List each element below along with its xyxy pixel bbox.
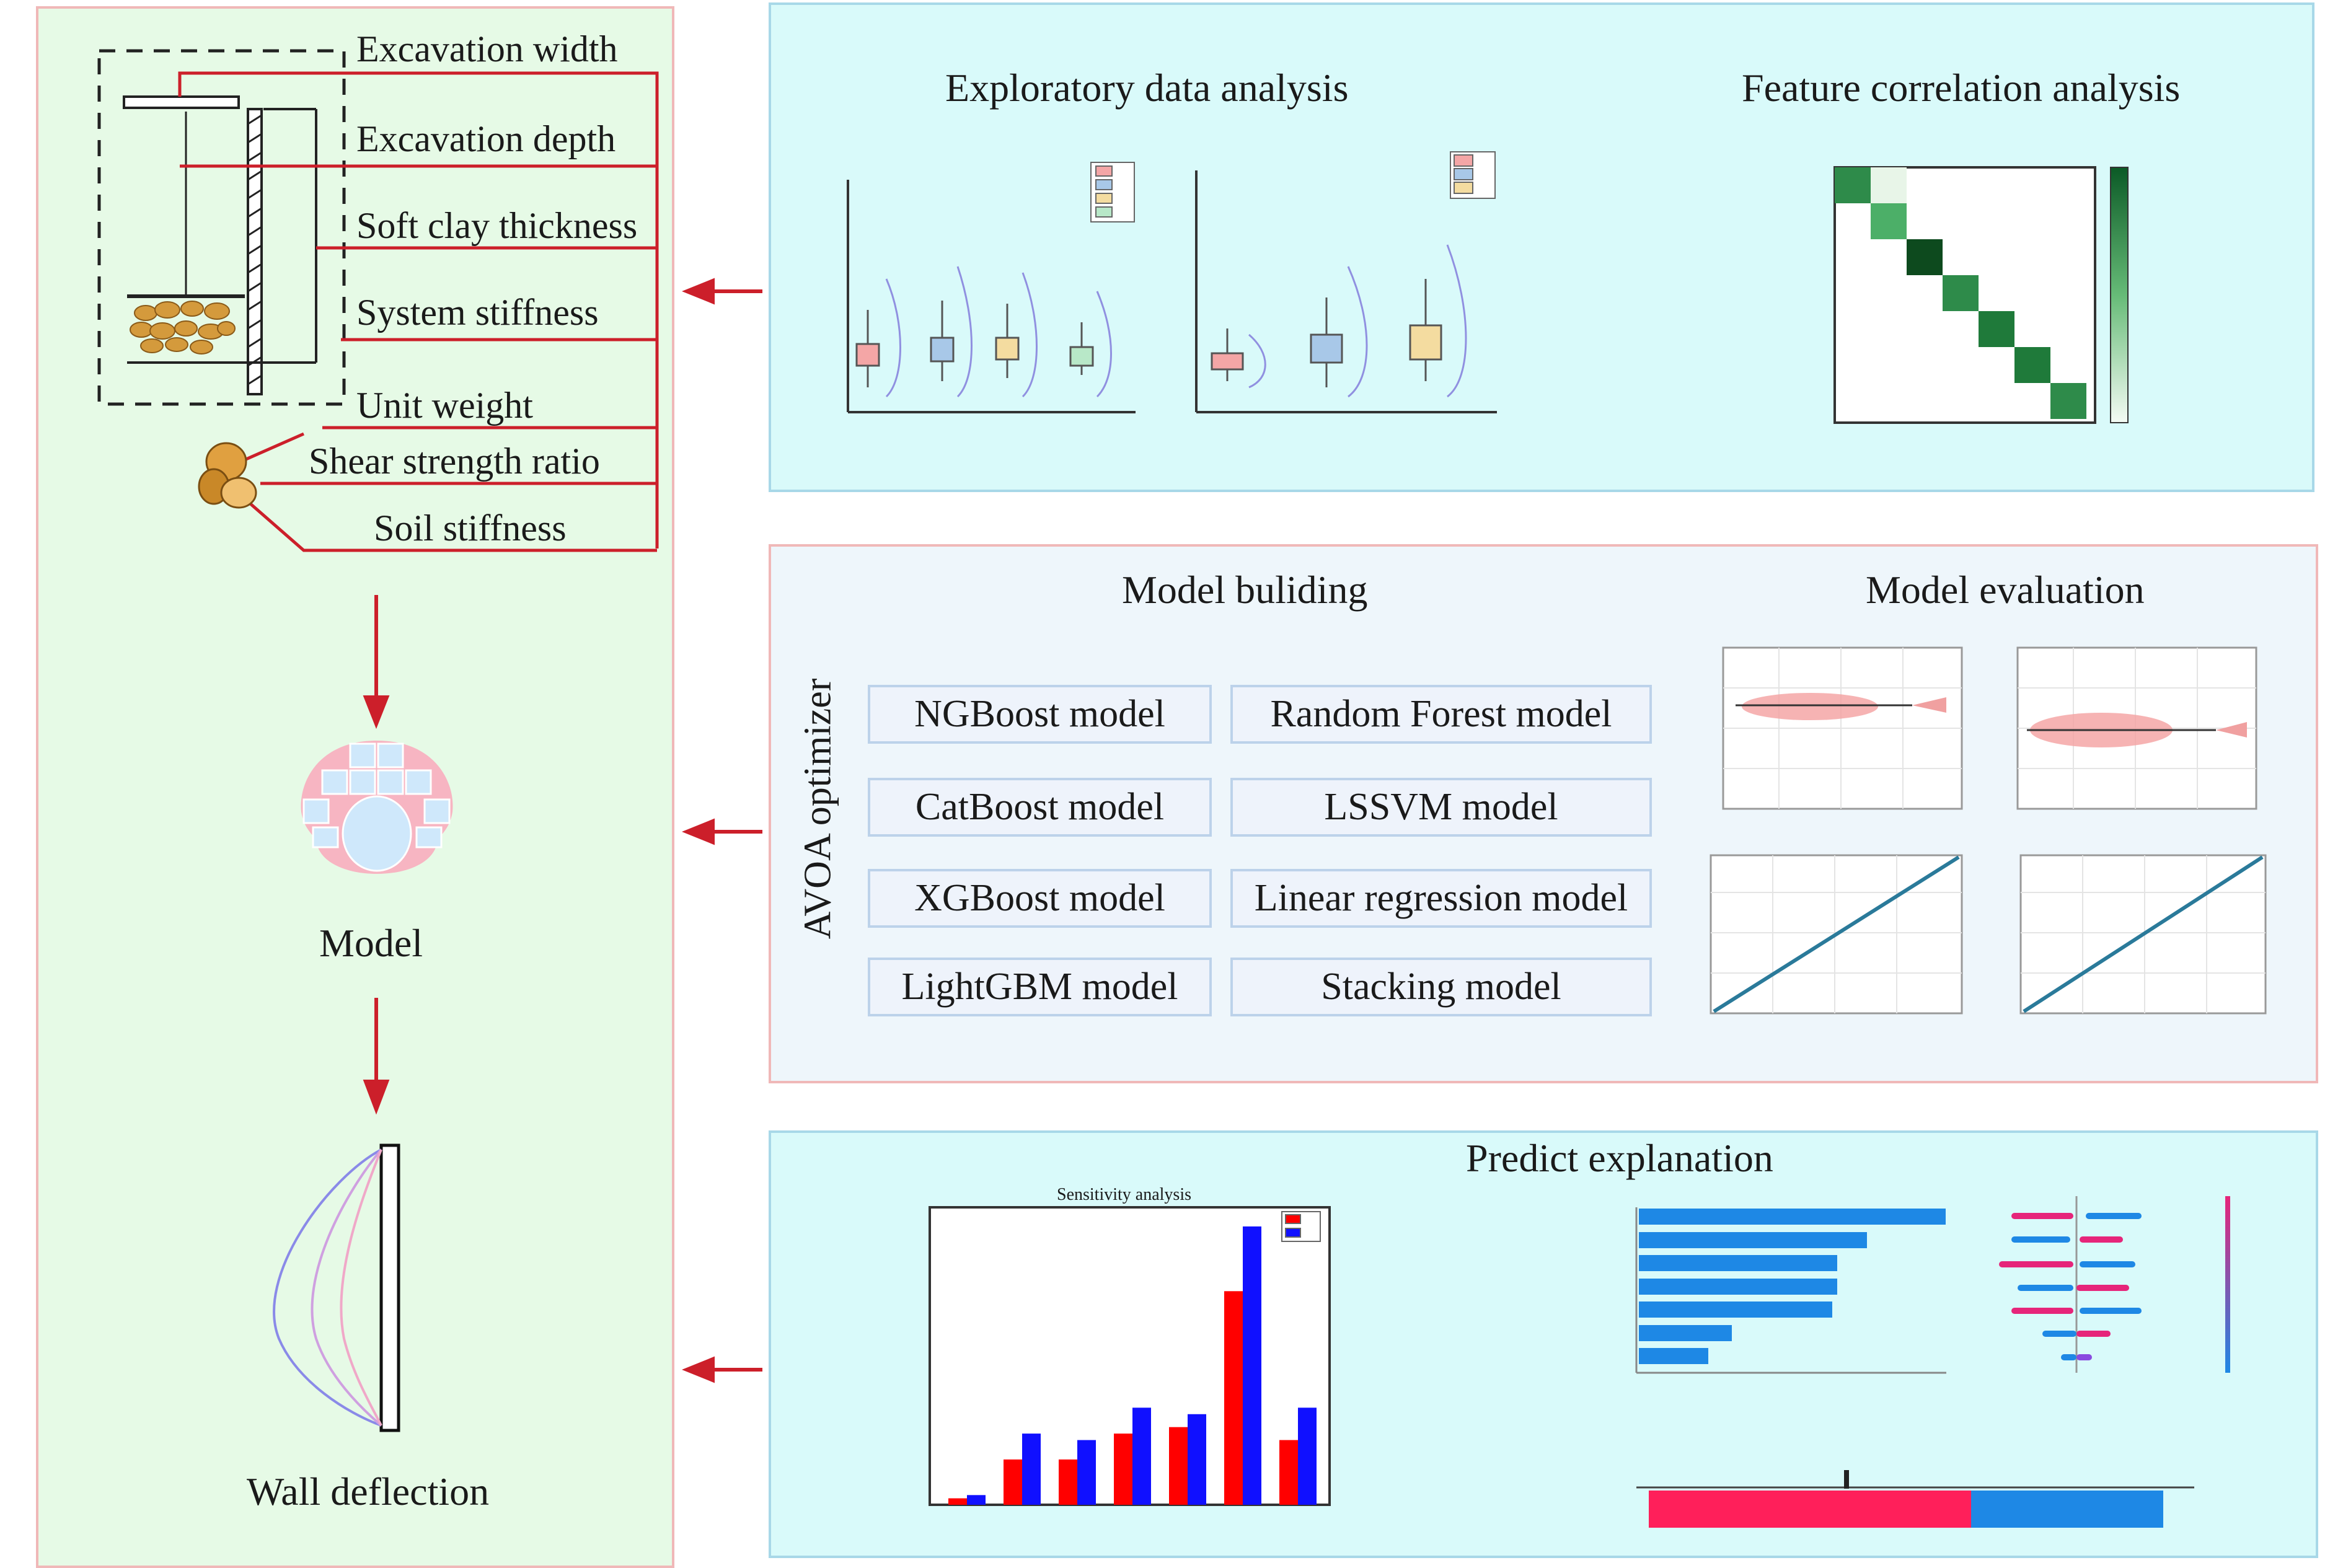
soil-clumps bbox=[130, 301, 236, 355]
random-forest-model-box: Random Forest model bbox=[1230, 685, 1652, 744]
boxplot-2-boxes bbox=[1211, 279, 1442, 387]
corr-title: Feature correlation analysis bbox=[1742, 66, 2181, 110]
heatmap-colorbar bbox=[2110, 167, 2129, 423]
sensitivity-bar bbox=[1279, 1440, 1298, 1505]
boxplot-2-legend bbox=[1450, 151, 1496, 199]
model-building-title: Model buliding bbox=[1122, 568, 1368, 612]
fit-plot-2 bbox=[2019, 854, 2267, 1015]
model-label: Model bbox=[319, 921, 423, 965]
residual-plot-2 bbox=[2016, 646, 2257, 810]
boxplot-1-legend bbox=[1090, 162, 1135, 222]
parameter-shear-strength-ratio: Shear strength ratio bbox=[309, 441, 600, 482]
correlation-heatmap bbox=[1833, 166, 2096, 424]
xgboost-model-box: XGBoost model bbox=[868, 869, 1212, 928]
parameter-soft-clay-thickness: Soft clay thickness bbox=[356, 205, 638, 246]
shap-colorbar bbox=[2225, 1196, 2230, 1373]
boxplot-1-violins bbox=[885, 266, 1112, 398]
excavation-outline bbox=[97, 49, 346, 406]
sensitivity-legend bbox=[1281, 1211, 1321, 1242]
sensitivity-bar bbox=[1022, 1434, 1041, 1505]
parameter-leaders bbox=[178, 71, 659, 552]
down-arrow-1 bbox=[363, 595, 390, 729]
parameter-system-stiffness: System stiffness bbox=[356, 292, 599, 333]
model-evaluation-title: Model evaluation bbox=[1866, 568, 2145, 612]
left-arrow-3 bbox=[682, 1356, 762, 1383]
sensitivity-bar bbox=[1059, 1459, 1077, 1505]
fit-plot-1 bbox=[1710, 854, 1963, 1015]
wall-deflection-label: Wall deflection bbox=[247, 1469, 490, 1513]
boxplot-chart-2 bbox=[1195, 170, 1497, 413]
sensitivity-bar bbox=[1224, 1291, 1243, 1505]
left-arrow-2 bbox=[682, 818, 762, 845]
residual-plot-1 bbox=[1722, 646, 1963, 810]
sensitivity-bar bbox=[1132, 1407, 1151, 1505]
predict-explanation-title: Predict explanation bbox=[1466, 1136, 1773, 1180]
down-arrow-2 bbox=[363, 998, 390, 1115]
catboost-model-box: CatBoost model bbox=[868, 778, 1212, 837]
boxplot-chart-1 bbox=[847, 180, 1136, 413]
parameter-unit-weight: Unit weight bbox=[356, 385, 533, 426]
wall-hatch bbox=[247, 114, 262, 385]
sensitivity-bar bbox=[1243, 1226, 1261, 1505]
stacking-model-box: Stacking model bbox=[1230, 958, 1652, 1016]
sensitivity-bar bbox=[1298, 1407, 1317, 1505]
sensitivity-bar bbox=[1188, 1414, 1206, 1505]
sensitivity-bars bbox=[948, 1226, 1317, 1505]
boxplot-2-violins bbox=[1248, 244, 1467, 398]
sensitivity-bar bbox=[1004, 1459, 1022, 1505]
left-arrow-1 bbox=[682, 278, 762, 305]
shap-importance-chart bbox=[1635, 1207, 1946, 1374]
sensitivity-bar bbox=[1169, 1427, 1188, 1505]
eda-title: Exploratory data analysis bbox=[945, 66, 1349, 110]
shap-force-plot bbox=[1636, 1470, 2194, 1528]
sensitivity-bar bbox=[1077, 1440, 1096, 1505]
linear-regression-model-box: Linear regression model bbox=[1230, 869, 1652, 928]
sensitivity-bar bbox=[1114, 1434, 1132, 1505]
boxplot-1-boxes bbox=[855, 301, 1094, 387]
parameter-excavation-width: Excavation width bbox=[356, 29, 618, 69]
soil-particle-icon bbox=[198, 442, 257, 509]
ngboost-model-box: NGBoost model bbox=[868, 685, 1212, 744]
parameter-soil-stiffness: Soil stiffness bbox=[374, 508, 567, 548]
lssvm-model-box: LSSVM model bbox=[1230, 778, 1652, 837]
wall-deflection-icon bbox=[273, 1143, 400, 1432]
sensitivity-bar bbox=[948, 1498, 967, 1505]
model-icon bbox=[301, 741, 453, 874]
sensitivity-chart-title: Sensitivity analysis bbox=[1057, 1185, 1191, 1204]
shap-beeswarm-chart bbox=[1999, 1196, 2142, 1373]
sensitivity-bar bbox=[967, 1495, 986, 1505]
parameter-excavation-depth: Excavation depth bbox=[356, 118, 616, 159]
lightgbm-model-box: LightGBM model bbox=[868, 958, 1212, 1016]
